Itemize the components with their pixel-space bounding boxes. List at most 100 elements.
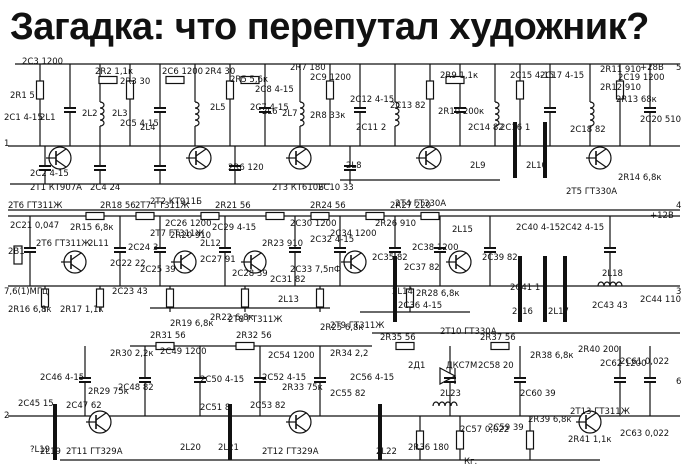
diode-symbol <box>439 367 457 385</box>
transistor-emitter <box>70 263 82 272</box>
label-2c21: 2C21 0,047 <box>10 221 59 231</box>
title-main: Загадка: что перепутал <box>10 6 450 48</box>
transistor-emitter <box>95 423 107 432</box>
transistor-2t5: 2T5 ГТ330А <box>566 187 617 197</box>
label-2l20: 2L20 <box>180 443 201 453</box>
transistor-emitter <box>295 423 307 432</box>
inductor-symbol <box>194 101 200 127</box>
transistor-2t8: 2T8 ГТ311Ж <box>228 315 282 325</box>
label-2b1: 2B1 <box>8 247 25 257</box>
transistor-collector <box>295 412 307 421</box>
label-2c13: 2C13 82 <box>390 101 426 111</box>
label-2r11: 2R11 910 <box>600 65 641 75</box>
label-2r2: 2R2 1,1к <box>95 67 133 77</box>
label-2c41: 2C41 1 <box>510 283 540 293</box>
label-2l19: 2L19 <box>40 447 61 457</box>
resistor-symbol <box>315 288 325 308</box>
label-2c8: 2C8 4-15 <box>255 85 294 95</box>
resistor-symbol <box>165 75 185 85</box>
transformer-core <box>543 256 547 322</box>
label-2c34: 2C34 1200 <box>330 229 377 239</box>
inductor-symbol <box>99 101 105 127</box>
label-2r14: 2R14 6,8к <box>618 173 661 183</box>
label-2l3: 2L3 <box>112 109 128 119</box>
label-2c52: 2C52 4-15 <box>262 373 306 383</box>
transistor-collector <box>70 252 82 261</box>
transformer-core <box>53 404 57 460</box>
label-2r31: 2R31 56 <box>150 331 186 341</box>
label-2c6: 2C6 1200 <box>162 67 203 77</box>
label-2c56: 2C56 4-15 <box>350 373 394 383</box>
resistor-symbol <box>40 288 50 308</box>
label-2r30: 2R30 2,2к <box>110 349 153 359</box>
label-2r41: 2R41 1,1к <box>568 435 611 445</box>
label-2r3: 2R3 30 <box>120 77 150 87</box>
label-2c45: 2C45 15 <box>18 399 54 409</box>
label-2c36: 2C36 4-15 <box>398 301 442 311</box>
label-2l1: 2L1 <box>40 113 56 123</box>
label-2r5: 2R5 5,6к <box>230 75 268 85</box>
label-2r10: 2R10 200к <box>438 107 484 117</box>
label-2c12: 2C12 4-15 <box>350 95 394 105</box>
label-2l16: 2L16 <box>512 307 533 317</box>
label-2c2: 2C2 4-15 <box>30 169 69 179</box>
label-2r27: 2R27 220 <box>390 201 431 211</box>
transistor-emitter <box>250 263 262 272</box>
node-2-label: 2 <box>4 411 9 421</box>
transistor-emitter <box>595 159 607 168</box>
transistor-2t3: 2T3 КТ610Б <box>272 183 324 193</box>
transistor-emitter <box>585 423 597 432</box>
label-2r13: 2R13 68к <box>616 95 657 105</box>
label-2c7: 2C7 4-15 <box>250 103 289 113</box>
label-2r39: 2R39 6,8к <box>528 415 571 425</box>
label-2l18: 2L18 <box>602 269 623 279</box>
inductor-symbol <box>589 101 595 127</box>
resistor-symbol <box>425 80 435 100</box>
label-2l2: 2L2 <box>82 109 98 119</box>
transistor-2t9: 2T9 ГТ311Ж <box>330 321 384 331</box>
title-highlight: художник <box>449 2 626 52</box>
label-2c43: 2C43 43 <box>592 301 628 311</box>
transistor-collector <box>295 148 307 157</box>
label-2c3: 2C3 1200 <box>22 57 63 67</box>
crystal-symbol <box>13 245 23 265</box>
transistor-collector <box>250 252 262 261</box>
transistor-emitter <box>455 263 467 272</box>
resistor-symbol <box>455 430 465 450</box>
label-2c39: 2C39 82 <box>482 253 518 263</box>
label-2c23: 2C23 43 <box>112 287 148 297</box>
label-2l4: 2L4 <box>140 123 156 133</box>
label-2c44: 2C44 110 <box>640 295 681 305</box>
label-2c50: 2C50 4-15 <box>200 375 244 385</box>
label-2c46: 2C46 4-15 <box>40 373 84 383</box>
label-2c31: 2C31 82 <box>270 275 306 285</box>
node-4-label: 4 <box>676 201 681 211</box>
resistor-symbol <box>415 430 425 450</box>
label-2r38: 2R38 6,8к <box>530 351 573 361</box>
inductor-symbol <box>394 101 400 127</box>
label-2l5: 2L5 <box>210 103 226 113</box>
label-2c26: 2C26 1200 <box>165 219 212 229</box>
transistor-emitter <box>195 159 207 168</box>
transistor-2t11: 2T11 ГТ329А <box>66 447 123 457</box>
label-2c29: 2C29 4-15 <box>212 223 256 233</box>
label-2c9: 2C9 1200 <box>310 73 351 83</box>
label-2c40: 2C40 4-15 <box>516 223 560 233</box>
label-2r40: 2R40 200 <box>578 345 619 355</box>
transformer-core <box>228 404 232 460</box>
label-2l9: 2L9 <box>470 161 486 171</box>
label-2c25: 2C25 39 <box>140 265 176 275</box>
inductor-symbol <box>299 101 305 127</box>
circuit-schematic: +28В 5 +12В 4 6 1 2 3 7,6(1)МГц Кг. 2Д1 … <box>4 57 681 467</box>
label-2c32: 2C32 4-15 <box>310 235 354 245</box>
label-2r32: 2R32 56 <box>236 331 272 341</box>
label-2l13: 2L13 <box>278 295 299 305</box>
resistor-symbol <box>165 288 175 308</box>
feedback-label: ?L19 <box>30 445 50 455</box>
label-2t6: 2T6 ГТ311Ж <box>8 201 62 211</box>
resistor-symbol <box>200 211 220 221</box>
label-2c24: 2C24 3 <box>128 243 158 253</box>
label-2l10: 2L10 <box>526 161 547 171</box>
transistor-2t4: 2T4 ГТ330А <box>395 199 446 209</box>
label-2r15: 2R15 6,8к <box>70 223 113 233</box>
